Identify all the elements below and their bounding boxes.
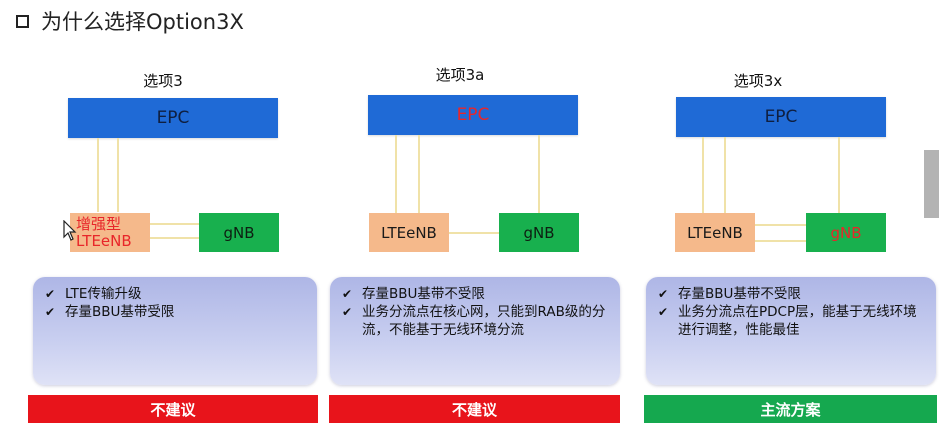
- option-3x-benefits: ✔存量BBU基带不受限 ✔业务分流点在PDCP层，能基于无线环境进行调整，性能最…: [646, 277, 936, 385]
- option-3-benefits: ✔LTE传输升级 ✔存量BBU基带受限: [33, 277, 317, 385]
- option-3a-epc-lte-link-a: [395, 135, 397, 213]
- option-3-lte-line2: LTEeNB: [76, 231, 132, 250]
- option-3x-lte-gnb-link-a: [755, 224, 807, 226]
- option-3-label: 选项3: [143, 72, 183, 90]
- option-3a-verdict: 不建议: [329, 395, 620, 423]
- option-3a-epc-lte-link-b: [418, 135, 420, 213]
- page-title-text: 为什么选择Option3X: [41, 10, 244, 34]
- square-bullet-icon: [16, 14, 29, 28]
- option-3a-gnb: gNB: [499, 213, 579, 252]
- check-icon: ✔: [658, 305, 669, 319]
- option-3x-lte-gnb-link-b: [755, 240, 807, 242]
- benefit-item: ✔业务分流点在PDCP层，能基于无线环境进行调整，性能最佳: [658, 304, 917, 338]
- check-icon: ✔: [342, 305, 353, 319]
- benefit-item: ✔LTE传输升级: [45, 286, 142, 302]
- check-icon: ✔: [45, 287, 56, 301]
- option-3a-benefits: ✔存量BBU基带不受限 ✔业务分流点在核心网，只能到RAB级的分流，不能基于无线…: [330, 277, 620, 385]
- check-icon: ✔: [342, 287, 353, 301]
- option-3-lte-gnb-link-a: [150, 223, 200, 225]
- option-3-lte-enb: 增强型 LTEeNB: [70, 213, 150, 252]
- benefit-item: ✔业务分流点在核心网，只能到RAB级的分流，不能基于无线环境分流: [342, 304, 606, 338]
- check-icon: ✔: [45, 305, 56, 319]
- option-3x-gnb: gNB: [806, 213, 886, 252]
- option-3x-epc-gnb-link: [838, 137, 840, 213]
- option-3x-epc: EPC: [676, 97, 886, 137]
- option-3-verdict: 不建议: [28, 395, 318, 423]
- option-3a-epc-gnb-link: [538, 135, 540, 213]
- benefit-item: ✔存量BBU基带受限: [45, 304, 175, 320]
- option-3a-label: 选项3a: [435, 66, 485, 84]
- option-3-lte-gnb-link-b: [150, 237, 200, 239]
- option-3a-lte-enb: LTEeNB: [369, 213, 449, 252]
- option-3-epc-lte-link-a: [97, 138, 99, 212]
- option-3x-epc-lte-link-b: [724, 137, 726, 213]
- option-3x-label: 选项3x: [733, 72, 783, 90]
- option-3-epc-lte-link-b: [117, 138, 119, 212]
- option-3x-verdict: 主流方案: [644, 395, 937, 423]
- scrollbar-thumb[interactable]: [924, 150, 939, 218]
- option-3x-lte-enb: LTEeNB: [675, 213, 755, 252]
- check-icon: ✔: [658, 287, 669, 301]
- option-3a-lte-gnb-link: [449, 232, 499, 234]
- benefit-item: ✔存量BBU基带不受限: [658, 286, 801, 302]
- option-3-gnb: gNB: [199, 213, 279, 252]
- mouse-pointer-icon: [63, 220, 77, 241]
- option-3x-epc-lte-link-a: [702, 137, 704, 213]
- option-3-epc: EPC: [68, 98, 278, 138]
- benefit-item: ✔存量BBU基带不受限: [342, 286, 485, 302]
- page-title: 为什么选择Option3X: [16, 6, 244, 36]
- option-3a-epc: EPC: [368, 95, 578, 135]
- option-3-lte-line1: 增强型: [76, 214, 122, 233]
